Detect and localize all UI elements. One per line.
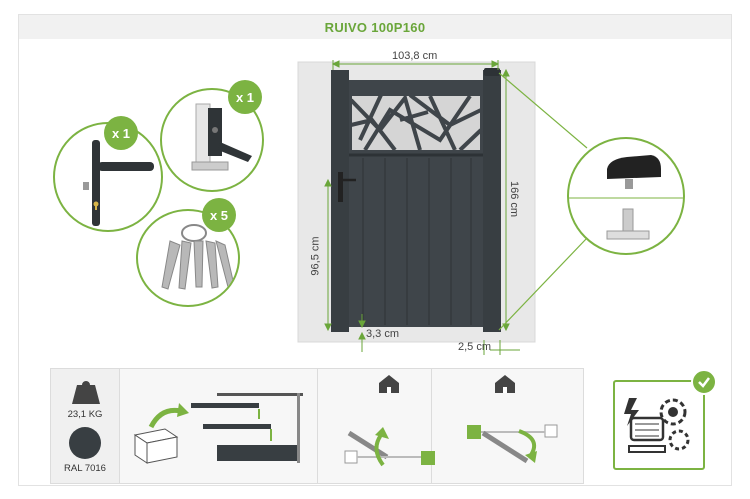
gate-decor-pattern [349, 93, 483, 152]
divider [317, 369, 318, 483]
lever-handle-icon [83, 140, 154, 226]
title-bar: RUIVO 100P160 [19, 15, 731, 39]
check-icon [691, 369, 717, 395]
product-title: RUIVO 100P160 [324, 19, 426, 35]
installation-diagrams [133, 375, 558, 467]
opening-inward-diagram [344, 375, 435, 467]
motorization-box [613, 380, 705, 470]
color-label: RAL 7016 [64, 463, 106, 474]
width-label: 103,8 cm [392, 50, 438, 62]
color-swatch-icon [69, 427, 101, 459]
keys-qty-badge: x 5 [202, 198, 236, 232]
weight-label: 23,1 KG [67, 409, 103, 420]
handle-height-label: 96,5 cm [309, 236, 322, 276]
ground-clearance-label: 3,3 cm [366, 328, 400, 340]
right-post [483, 70, 501, 332]
package-icon [133, 403, 189, 464]
keys-callout [136, 209, 240, 307]
hinge-icon [191, 103, 252, 171]
gear-motor-icon [624, 398, 690, 453]
spec-cell: 23,1 KG RAL 7016 [51, 369, 120, 483]
opening-outward-diagram [467, 375, 558, 464]
post-gap-label: 2,5 cm [458, 341, 492, 353]
divider [431, 369, 432, 483]
hinge-qty-badge: x 1 [228, 80, 262, 114]
gate-handle [338, 172, 343, 202]
handle-qty-badge: x 1 [104, 116, 138, 150]
gate-stop-icon [569, 155, 683, 240]
keys-icon [161, 224, 235, 290]
weight-icon [72, 381, 100, 404]
diagram-frame [18, 14, 732, 486]
specs-panel: 23,1 KG RAL 7016 [50, 368, 584, 484]
latch-callout [567, 137, 685, 255]
height-label: 166 cm [508, 180, 521, 218]
panels-stack-icon [191, 393, 303, 463]
gate-slats [362, 158, 472, 325]
